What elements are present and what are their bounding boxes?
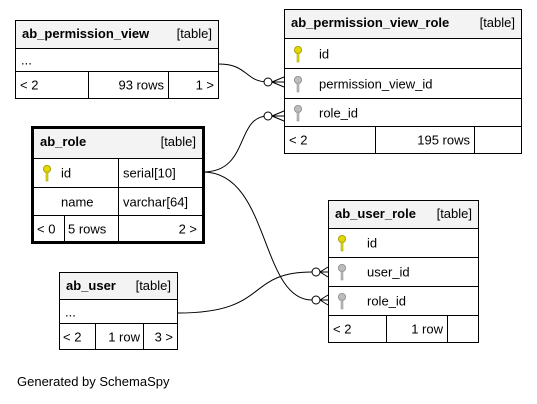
column-name: id bbox=[61, 165, 72, 181]
column-datatype: serial[10] bbox=[123, 165, 176, 181]
table-name: ab_role bbox=[40, 134, 87, 149]
foreign-key-icon bbox=[293, 75, 303, 93]
row-count: 195 rows bbox=[417, 132, 470, 148]
column-row: permission_view_id bbox=[285, 69, 521, 99]
parents-count-cell[interactable]: < 2 bbox=[60, 324, 95, 349]
crowfoot-user-id bbox=[311, 266, 329, 278]
row-count: 93 rows bbox=[118, 77, 164, 93]
table-footer: < 0 5 rows 2 > bbox=[34, 216, 202, 241]
column-name: ... bbox=[65, 304, 76, 319]
link-user-to-user-role bbox=[177, 271, 313, 314]
foreign-key-icon bbox=[293, 104, 303, 122]
column-name: name bbox=[61, 194, 94, 209]
link-role-to-permission-view-role bbox=[202, 115, 269, 173]
table-type: [table] bbox=[135, 278, 171, 293]
column-name: role_id bbox=[367, 293, 407, 309]
table-footer: < 2 1 row bbox=[329, 316, 478, 342]
column-name: id bbox=[367, 235, 378, 251]
children-count-cell[interactable] bbox=[474, 127, 521, 153]
column-name: id bbox=[319, 46, 330, 61]
row-count: 5 rows bbox=[68, 221, 107, 236]
table-ab-role[interactable]: ab_role [table] id serial[10] name varch… bbox=[31, 126, 205, 244]
column-name: permission_view_id bbox=[319, 76, 433, 91]
column-row: id bbox=[329, 229, 478, 258]
column-datatype-cell: serial[10] bbox=[118, 159, 202, 187]
row-count: 1 row bbox=[108, 329, 140, 344]
column-row: user_id bbox=[329, 258, 478, 287]
link-permission-view-to-permission-view-role bbox=[218, 63, 269, 83]
column-name: user_id bbox=[367, 264, 410, 280]
parents-count: < 2 bbox=[20, 77, 39, 93]
row-count-cell: 1 row bbox=[95, 324, 143, 349]
table-name: ab_user bbox=[66, 278, 116, 293]
table-name: ab_permission_view_role bbox=[291, 15, 450, 30]
table-footer: < 2 1 row 3 > bbox=[60, 324, 177, 349]
column-row: name varchar[64] bbox=[34, 188, 202, 216]
column-row: ... bbox=[16, 49, 218, 72]
table-type: [table] bbox=[160, 134, 196, 149]
table-name: ab_user_role bbox=[335, 206, 416, 221]
table-header: ab_user [table] bbox=[60, 273, 177, 300]
table-ab-user-role[interactable]: ab_user_role [table] id user_id role_id … bbox=[328, 200, 479, 343]
crowfoot-role-id-pvr bbox=[263, 110, 285, 122]
table-ab-permission-view-role[interactable]: ab_permission_view_role [table] id permi… bbox=[284, 9, 522, 154]
column-row: id bbox=[285, 39, 521, 69]
table-header: ab_role [table] bbox=[34, 129, 202, 159]
table-type: [table] bbox=[176, 26, 212, 41]
parents-count-cell[interactable]: < 2 bbox=[329, 316, 386, 342]
children-count-cell[interactable] bbox=[447, 316, 478, 342]
table-type: [table] bbox=[436, 206, 472, 221]
column-row: ... bbox=[60, 300, 177, 324]
children-count: 1 > bbox=[195, 77, 214, 93]
parents-count: < 2 bbox=[63, 329, 82, 344]
column-name: ... bbox=[21, 52, 32, 68]
table-header: ab_permission_view [table] bbox=[16, 21, 218, 49]
column-row: role_id bbox=[285, 99, 521, 127]
crowfoot-permission-view-id bbox=[263, 76, 285, 88]
children-count: 2 > bbox=[178, 221, 197, 236]
foreign-key-icon bbox=[337, 263, 347, 281]
row-count-cell: 1 row bbox=[386, 316, 447, 342]
children-count-cell[interactable]: 2 > bbox=[118, 216, 202, 241]
table-footer: < 2 195 rows bbox=[285, 127, 521, 153]
foreign-key-icon bbox=[337, 292, 347, 310]
children-count: 3 > bbox=[154, 329, 173, 344]
link-role-to-user-role bbox=[202, 171, 313, 301]
crowfoot-role-id-ur bbox=[311, 294, 329, 306]
column-datatype: varchar[64] bbox=[123, 194, 189, 209]
column-datatype-cell: varchar[64] bbox=[118, 188, 202, 215]
row-count: 1 row bbox=[411, 321, 443, 337]
column-row: id serial[10] bbox=[34, 159, 202, 188]
row-count-cell: 195 rows bbox=[375, 127, 474, 153]
column-row: role_id bbox=[329, 287, 478, 316]
column-name: role_id bbox=[319, 105, 359, 120]
children-count-cell[interactable]: 1 > bbox=[168, 72, 218, 98]
table-footer: < 2 93 rows 1 > bbox=[16, 72, 218, 98]
primary-key-icon bbox=[337, 234, 347, 252]
primary-key-icon bbox=[42, 164, 52, 182]
primary-key-icon bbox=[293, 45, 303, 63]
table-header: ab_user_role [table] bbox=[329, 201, 478, 229]
table-type: [table] bbox=[479, 15, 515, 30]
parents-count: < 0 bbox=[37, 221, 56, 236]
table-ab-permission-view[interactable]: ab_permission_view [table] ... < 2 93 ro… bbox=[15, 20, 219, 99]
parents-count: < 2 bbox=[333, 321, 352, 337]
generated-by-label: Generated by SchemaSpy bbox=[17, 374, 170, 389]
parents-count-cell[interactable]: < 2 bbox=[16, 72, 88, 98]
table-header: ab_permission_view_role [table] bbox=[285, 10, 521, 39]
table-name: ab_permission_view bbox=[22, 26, 150, 41]
row-count-cell: 5 rows bbox=[64, 216, 118, 241]
parents-count: < 2 bbox=[289, 132, 308, 148]
row-count-cell: 93 rows bbox=[88, 72, 168, 98]
parents-count-cell[interactable]: < 2 bbox=[285, 127, 375, 153]
parents-count-cell[interactable]: < 0 bbox=[34, 216, 64, 241]
table-ab-user[interactable]: ab_user [table] ... < 2 1 row 3 > bbox=[59, 272, 178, 350]
children-count-cell[interactable]: 3 > bbox=[143, 324, 177, 349]
